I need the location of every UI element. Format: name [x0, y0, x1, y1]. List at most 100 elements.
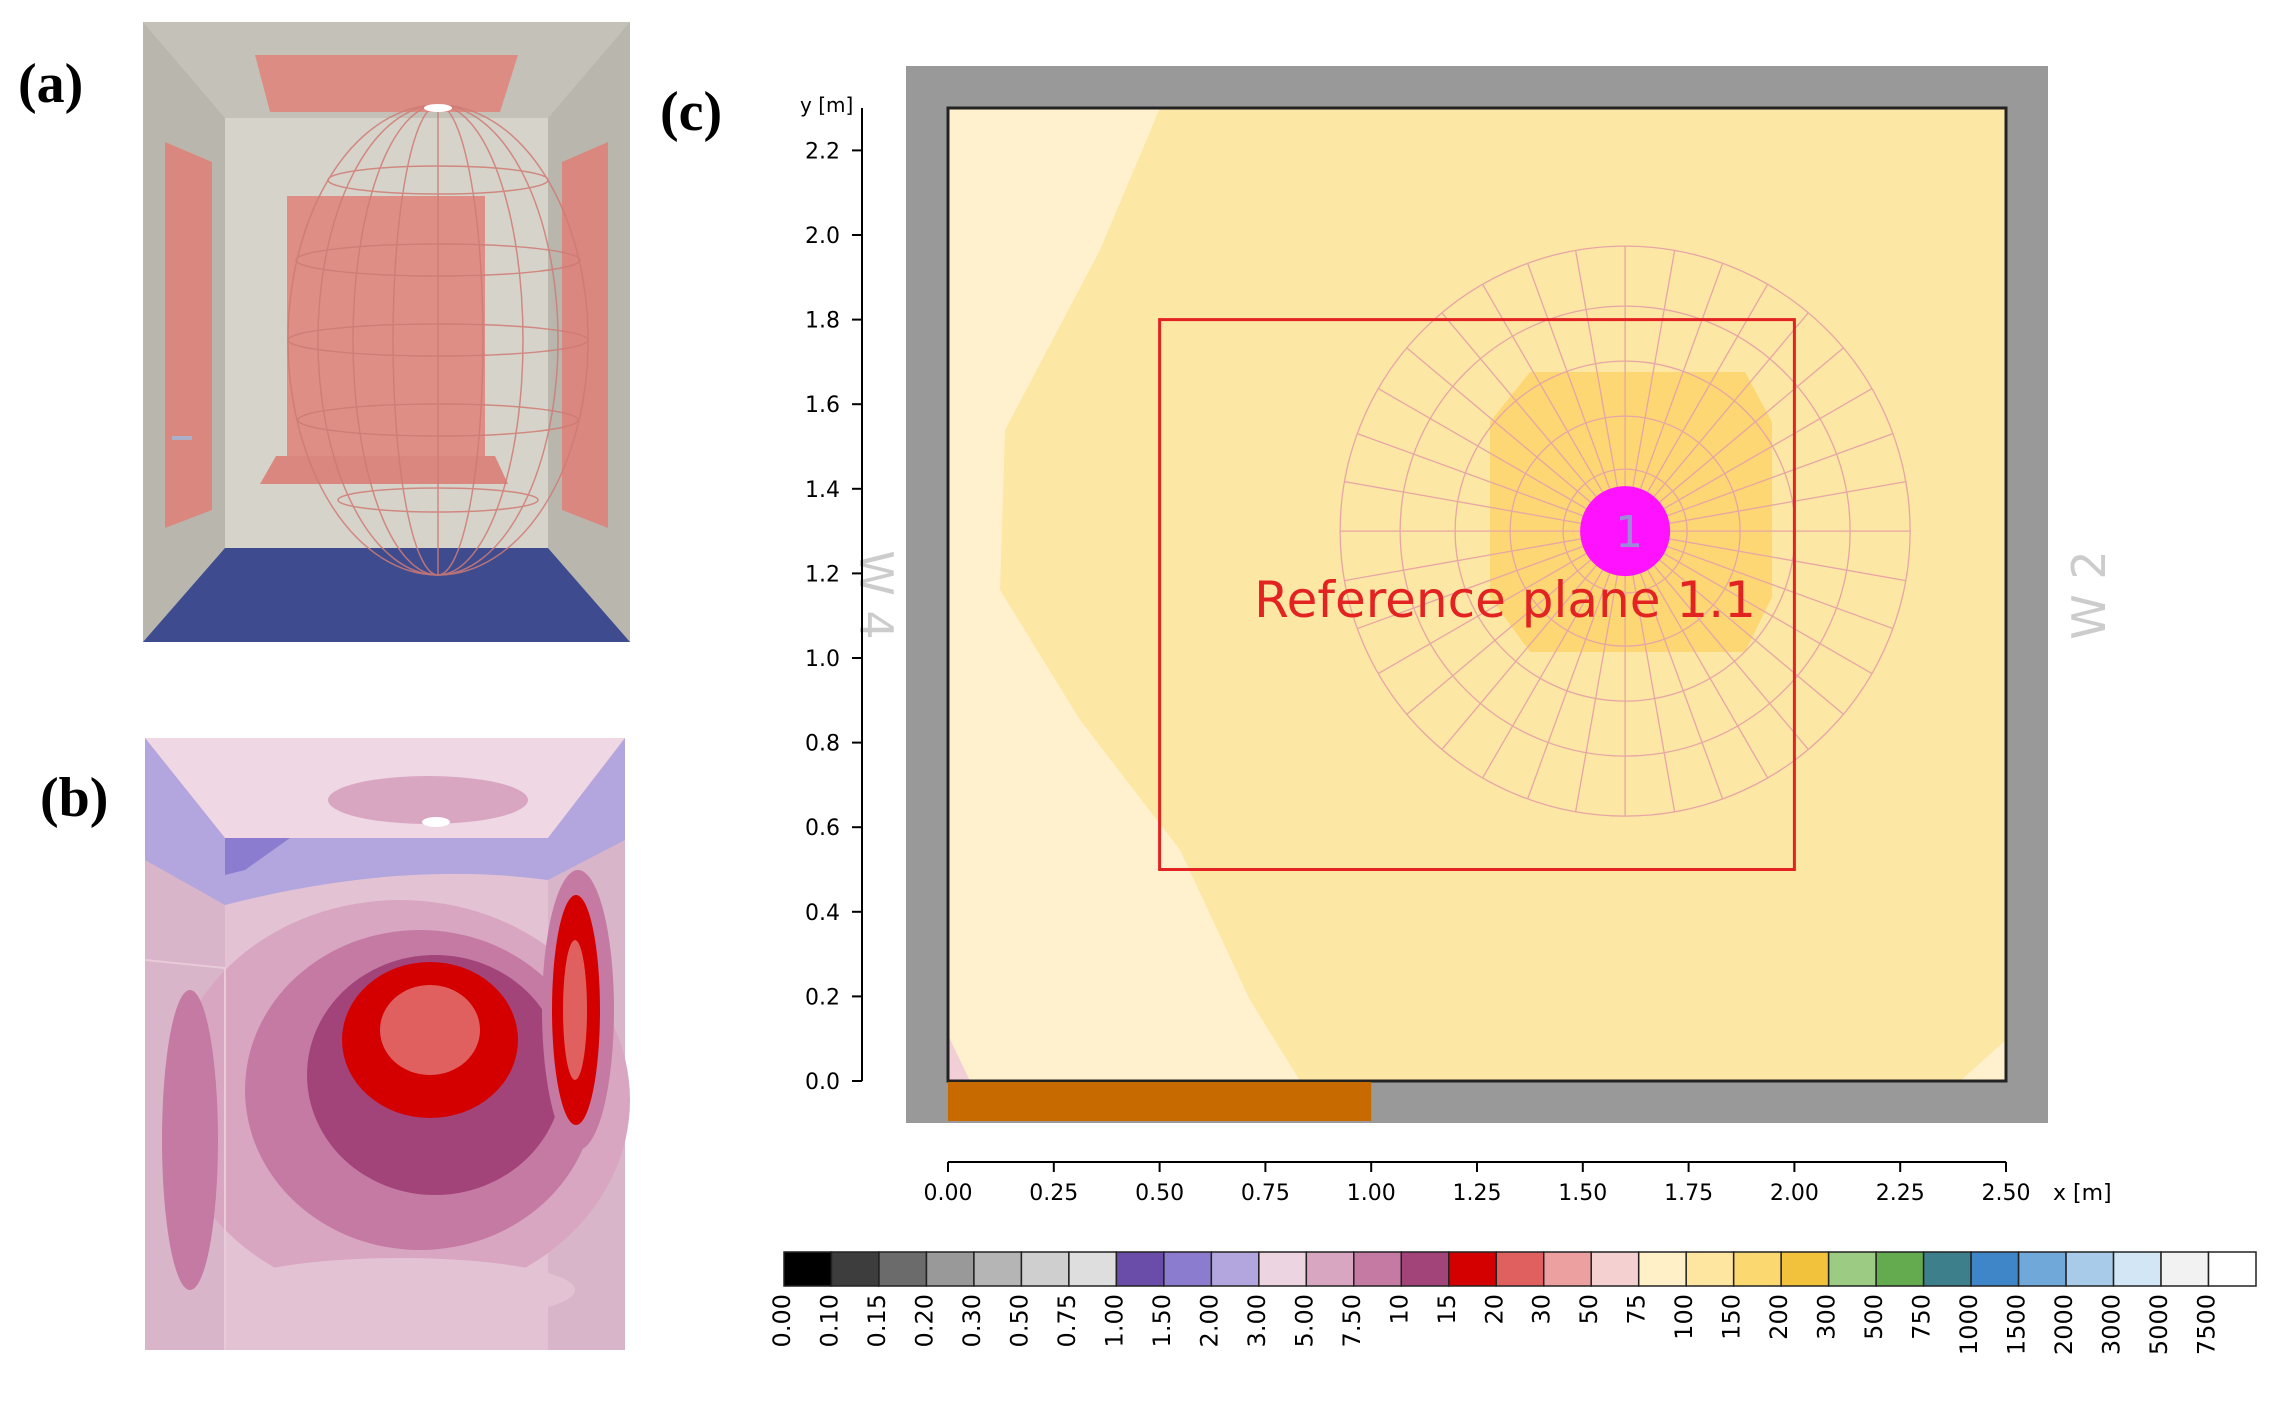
scale-swatch	[1732, 1251, 1782, 1287]
scale-swatch	[783, 1251, 833, 1287]
y-tick-label: 0.8	[805, 732, 840, 757]
y-axis-label: y [m]	[800, 93, 853, 117]
falsecolor-ceiling-zone	[328, 776, 528, 824]
panel-label-a: (a)	[18, 53, 84, 115]
scale-label: 3.00	[1243, 1294, 1271, 1347]
scale-label: 0.50	[1005, 1294, 1033, 1347]
intensity-spoke	[1624, 530, 1844, 715]
y-tick-label: 1.8	[805, 309, 840, 334]
y-tick-label: 0.4	[805, 901, 840, 926]
intensity-spoke	[1624, 530, 1769, 779]
scale-swatch	[1448, 1251, 1498, 1287]
room-boundary	[946, 106, 2008, 1083]
scale-swatch	[2017, 1251, 2067, 1287]
scale-label: 1.50	[1148, 1294, 1176, 1347]
falsecolor-floor-zone	[225, 1258, 575, 1322]
intensity-spoke	[1406, 347, 1626, 532]
scale-swatch	[1542, 1251, 1592, 1287]
x-tick-label: 0.00	[924, 1181, 973, 1206]
intensity-spoke	[1377, 388, 1626, 532]
wall-label-w4: W 4	[849, 550, 903, 639]
reference-plane-outline	[1158, 318, 1796, 872]
scale-swatch	[1970, 1251, 2020, 1287]
right-wall-plane	[562, 142, 608, 528]
illuminance-zone-100-corner	[1960, 1040, 2006, 1081]
y-tick-label: 1.0	[805, 647, 840, 672]
scale-label: 3000	[2098, 1294, 2126, 1355]
y-tick-label: 0.0	[805, 1070, 840, 1095]
scale-swatch	[1353, 1251, 1403, 1287]
scale-label: 10	[1385, 1294, 1413, 1325]
scale-swatch	[1305, 1251, 1355, 1287]
falsecolor-right-top-zone	[548, 738, 625, 880]
intensity-spoke	[1624, 312, 1809, 532]
scale-swatch	[1068, 1251, 1118, 1287]
scale-swatch	[830, 1251, 880, 1287]
scale-swatch	[2112, 1251, 2162, 1287]
y-tick-label: 2.0	[805, 224, 840, 249]
luminaire-falsecolor	[422, 817, 450, 827]
door-handle	[172, 436, 192, 440]
falsecolor-left-zone	[162, 990, 218, 1290]
intensity-spoke	[1624, 530, 1894, 630]
x-tick-label: 2.00	[1770, 1181, 1819, 1206]
intensity-spoke	[1624, 388, 1873, 532]
intensity-spoke	[1482, 283, 1626, 532]
luminaire-number: 1	[1615, 507, 1643, 558]
intensity-spoke	[1624, 263, 1724, 532]
scale-swatch	[2160, 1251, 2210, 1287]
reference-plane-label: Reference plane 1.1	[1254, 571, 1756, 629]
scale-swatch	[1780, 1251, 1830, 1287]
scale-label: 200	[1765, 1294, 1793, 1340]
room-falsecolor-view	[144, 738, 630, 1350]
scale-label: 1.00	[1100, 1294, 1128, 1347]
luminous-intensity-grid	[1339, 245, 1911, 817]
scale-swatch	[878, 1251, 928, 1287]
falsecolor-zone-20	[380, 985, 480, 1075]
intensity-spoke	[1574, 250, 1626, 532]
scale-label: 2.00	[1195, 1294, 1223, 1347]
scale-swatch	[925, 1251, 975, 1287]
intensity-spoke	[1624, 250, 1676, 532]
scale-swatch	[1875, 1251, 1925, 1287]
intensity-spoke	[1624, 347, 1844, 532]
intensity-spoke	[1406, 530, 1626, 715]
scale-swatch	[1210, 1251, 1260, 1287]
scale-swatch	[2207, 1251, 2257, 1287]
y-tick-label: 1.2	[805, 562, 840, 587]
y-tick-label: 2.2	[805, 139, 840, 164]
y-tick-label: 0.2	[805, 985, 840, 1010]
intensity-spoke	[1624, 530, 1809, 750]
x-axis-label: x [m]	[2053, 1181, 2112, 1206]
scale-swatch	[1922, 1251, 1972, 1287]
intensity-spoke	[1527, 530, 1626, 800]
luminaire-3d	[424, 104, 452, 112]
scale-swatch	[1115, 1251, 1165, 1287]
scale-label: 5000	[2145, 1294, 2173, 1355]
intensity-spoke	[1624, 530, 1676, 812]
intensity-spoke	[1357, 530, 1626, 630]
scale-swatch	[1495, 1251, 1545, 1287]
floor-surface	[143, 548, 630, 642]
scale-label: 7.50	[1338, 1294, 1366, 1347]
luminaire-marker	[1580, 486, 1671, 577]
scale-swatch	[1258, 1251, 1308, 1287]
panel-label-c: (c)	[660, 81, 723, 143]
scale-label: 2000	[2050, 1294, 2078, 1355]
scale-label: 300	[1813, 1294, 1841, 1340]
room-3d-view	[143, 22, 630, 642]
scale-swatch	[1400, 1251, 1450, 1287]
scale-label: 0.15	[863, 1294, 891, 1347]
scale-label: 0.10	[815, 1294, 843, 1347]
intensity-spoke	[1377, 530, 1626, 675]
intensity-spoke	[1574, 530, 1626, 812]
reference-plane-3d	[260, 456, 508, 484]
scale-label: 15	[1433, 1294, 1461, 1325]
x-tick-label: 1.50	[1558, 1181, 1607, 1206]
x-tick-label: 1.75	[1664, 1181, 1713, 1206]
intensity-spoke	[1441, 312, 1626, 532]
intensity-spoke	[1344, 530, 1626, 582]
falsecolor-right-zone-20	[563, 940, 587, 1080]
